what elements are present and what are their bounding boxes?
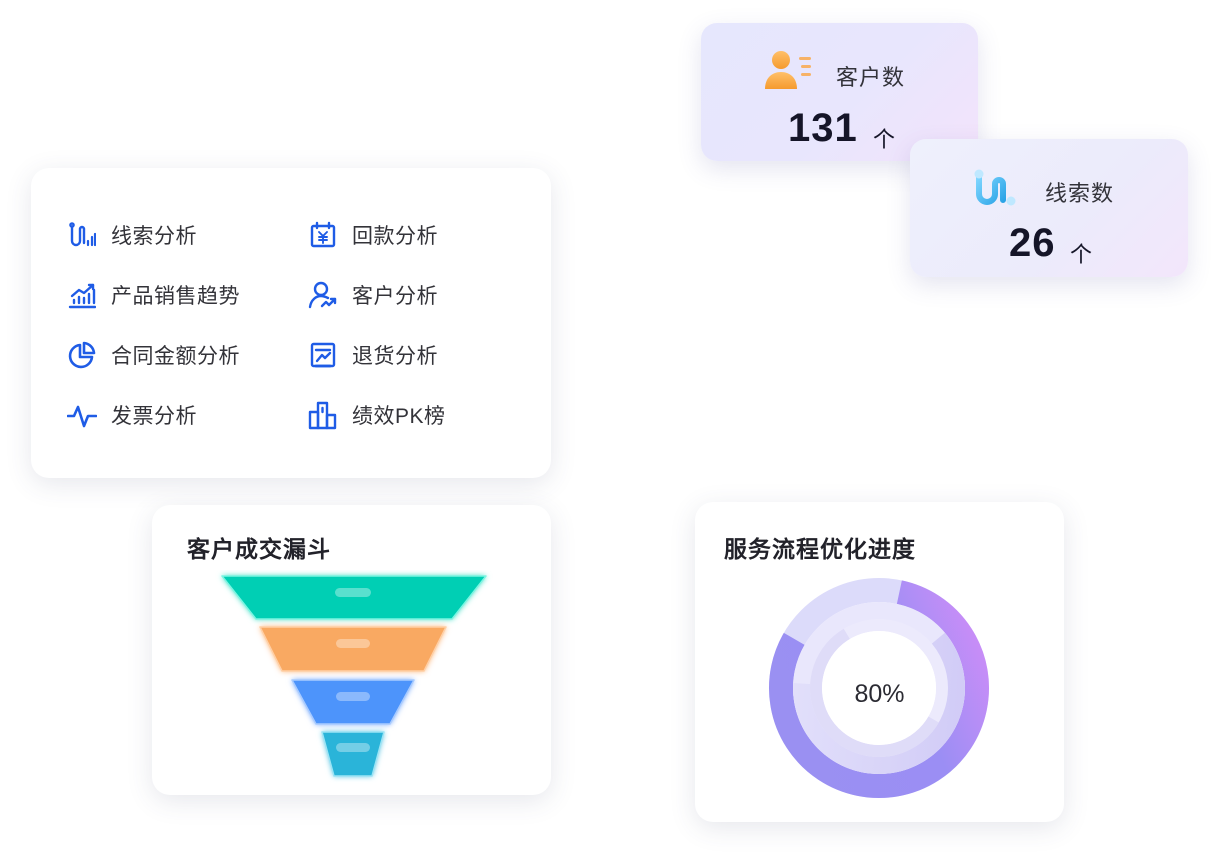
progress-percent-label: 80% [854, 680, 905, 708]
menu-item-payment-analysis[interactable]: 回款分析 [308, 218, 438, 252]
ranking-building-icon [308, 400, 338, 430]
service-progress-card: 服务流程优化进度 80% [695, 502, 1064, 822]
progress-arc [769, 578, 989, 798]
customer-user-icon [308, 280, 338, 310]
funnel-stage-3 [291, 679, 415, 725]
menu-item-customer-analysis[interactable]: 客户分析 [308, 278, 438, 312]
customer-funnel-card: 客户成交漏斗 [152, 505, 551, 795]
menu-item-returns-analysis[interactable]: 退货分析 [308, 338, 438, 372]
menu-item-label: 线索分析 [111, 225, 197, 248]
menu-item-label: 退货分析 [352, 345, 438, 368]
menu-item-label: 回款分析 [352, 225, 438, 248]
trend-chart-icon [67, 280, 97, 310]
leads-count-label: 线索数 [1045, 181, 1115, 206]
customer-count-unit: 个 [873, 127, 896, 152]
return-board-icon [308, 340, 338, 370]
leads-path-icon [972, 168, 1024, 217]
analysis-menu-card: 线索分析 产品销售趋势 合同金额分析 发票分析 [31, 168, 551, 478]
progress-title: 服务流程优化进度 [724, 536, 916, 562]
leads-chart-icon [67, 220, 97, 250]
customer-count-card[interactable]: 客户数 131 个 [701, 23, 978, 161]
pulse-wave-icon [67, 400, 97, 430]
menu-item-label: 绩效PK榜 [352, 405, 446, 428]
customer-count-value: 131 [788, 106, 858, 150]
payment-calendar-icon [308, 220, 338, 250]
leads-count-value: 26 [1009, 221, 1056, 265]
menu-item-label: 客户分析 [352, 285, 438, 308]
funnel-stage-2 [259, 626, 447, 672]
menu-item-label: 产品销售趋势 [111, 285, 240, 308]
pie-chart-icon [67, 340, 97, 370]
menu-item-contract-amount-analysis[interactable]: 合同金额分析 [67, 338, 240, 372]
funnel-stage-4 [321, 731, 385, 777]
leads-count-unit: 个 [1070, 242, 1093, 267]
customer-list-icon [763, 49, 815, 98]
funnel-stage-1 [221, 575, 487, 620]
menu-item-label: 合同金额分析 [111, 345, 240, 368]
menu-item-invoice-analysis[interactable]: 发票分析 [67, 398, 197, 432]
funnel-chart [221, 575, 487, 777]
leads-count-card[interactable]: 线索数 26 个 [910, 139, 1188, 277]
menu-item-performance-ranking[interactable]: 绩效PK榜 [308, 398, 446, 432]
menu-item-leads-analysis[interactable]: 线索分析 [67, 218, 197, 252]
funnel-title: 客户成交漏斗 [187, 536, 331, 562]
menu-item-label: 发票分析 [111, 405, 197, 428]
progress-donut [769, 578, 989, 798]
menu-item-product-sales-trend[interactable]: 产品销售趋势 [67, 278, 240, 312]
customer-count-label: 客户数 [836, 65, 906, 90]
